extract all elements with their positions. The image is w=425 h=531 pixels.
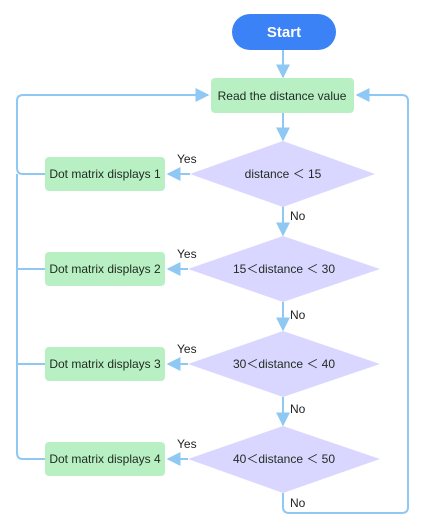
action-4: Dot matrix displays 4 xyxy=(45,442,165,476)
return-loop-left xyxy=(16,88,210,175)
start-label: Start xyxy=(267,24,301,41)
decision-3: 30＜distance ＜ 40 xyxy=(188,331,380,397)
decision-2: 15＜distance ＜ 30 xyxy=(188,236,380,302)
action-2: Dot matrix displays 2 xyxy=(45,252,165,286)
no-label-4: No xyxy=(290,496,306,510)
yes-label-1: Yes xyxy=(177,152,197,166)
return-branch-4 xyxy=(16,174,45,460)
no-label-3: No xyxy=(290,402,306,416)
read-distance-node: Read the distance value xyxy=(211,78,354,113)
no-label-1: No xyxy=(290,209,306,223)
no-label-2: No xyxy=(290,308,306,322)
yes-label-3: Yes xyxy=(177,342,197,356)
action-1: Dot matrix displays 1 xyxy=(45,157,165,191)
decision-1-label: distance ＜ 15 xyxy=(245,167,322,181)
read-distance-label: Read the distance value xyxy=(218,89,347,103)
action-3-label: Dot matrix displays 3 xyxy=(49,357,161,371)
decision-4: 40＜distance ＜ 50 xyxy=(188,426,380,493)
action-4-label: Dot matrix displays 4 xyxy=(49,452,161,466)
connectors xyxy=(16,50,409,514)
decision-1: distance ＜ 15 xyxy=(190,141,375,207)
decision-4-label: 40＜distance ＜ 50 xyxy=(233,452,335,466)
return-loop-right xyxy=(282,88,409,514)
start-node: Start xyxy=(232,14,336,50)
action-2-label: Dot matrix displays 2 xyxy=(49,262,161,276)
action-1-label: Dot matrix displays 1 xyxy=(49,167,161,181)
decision-3-label: 30＜distance ＜ 40 xyxy=(233,357,335,371)
decision-2-label: 15＜distance ＜ 30 xyxy=(233,262,335,276)
yes-label-2: Yes xyxy=(177,247,197,261)
action-3: Dot matrix displays 3 xyxy=(45,347,165,381)
yes-label-4: Yes xyxy=(177,437,197,451)
